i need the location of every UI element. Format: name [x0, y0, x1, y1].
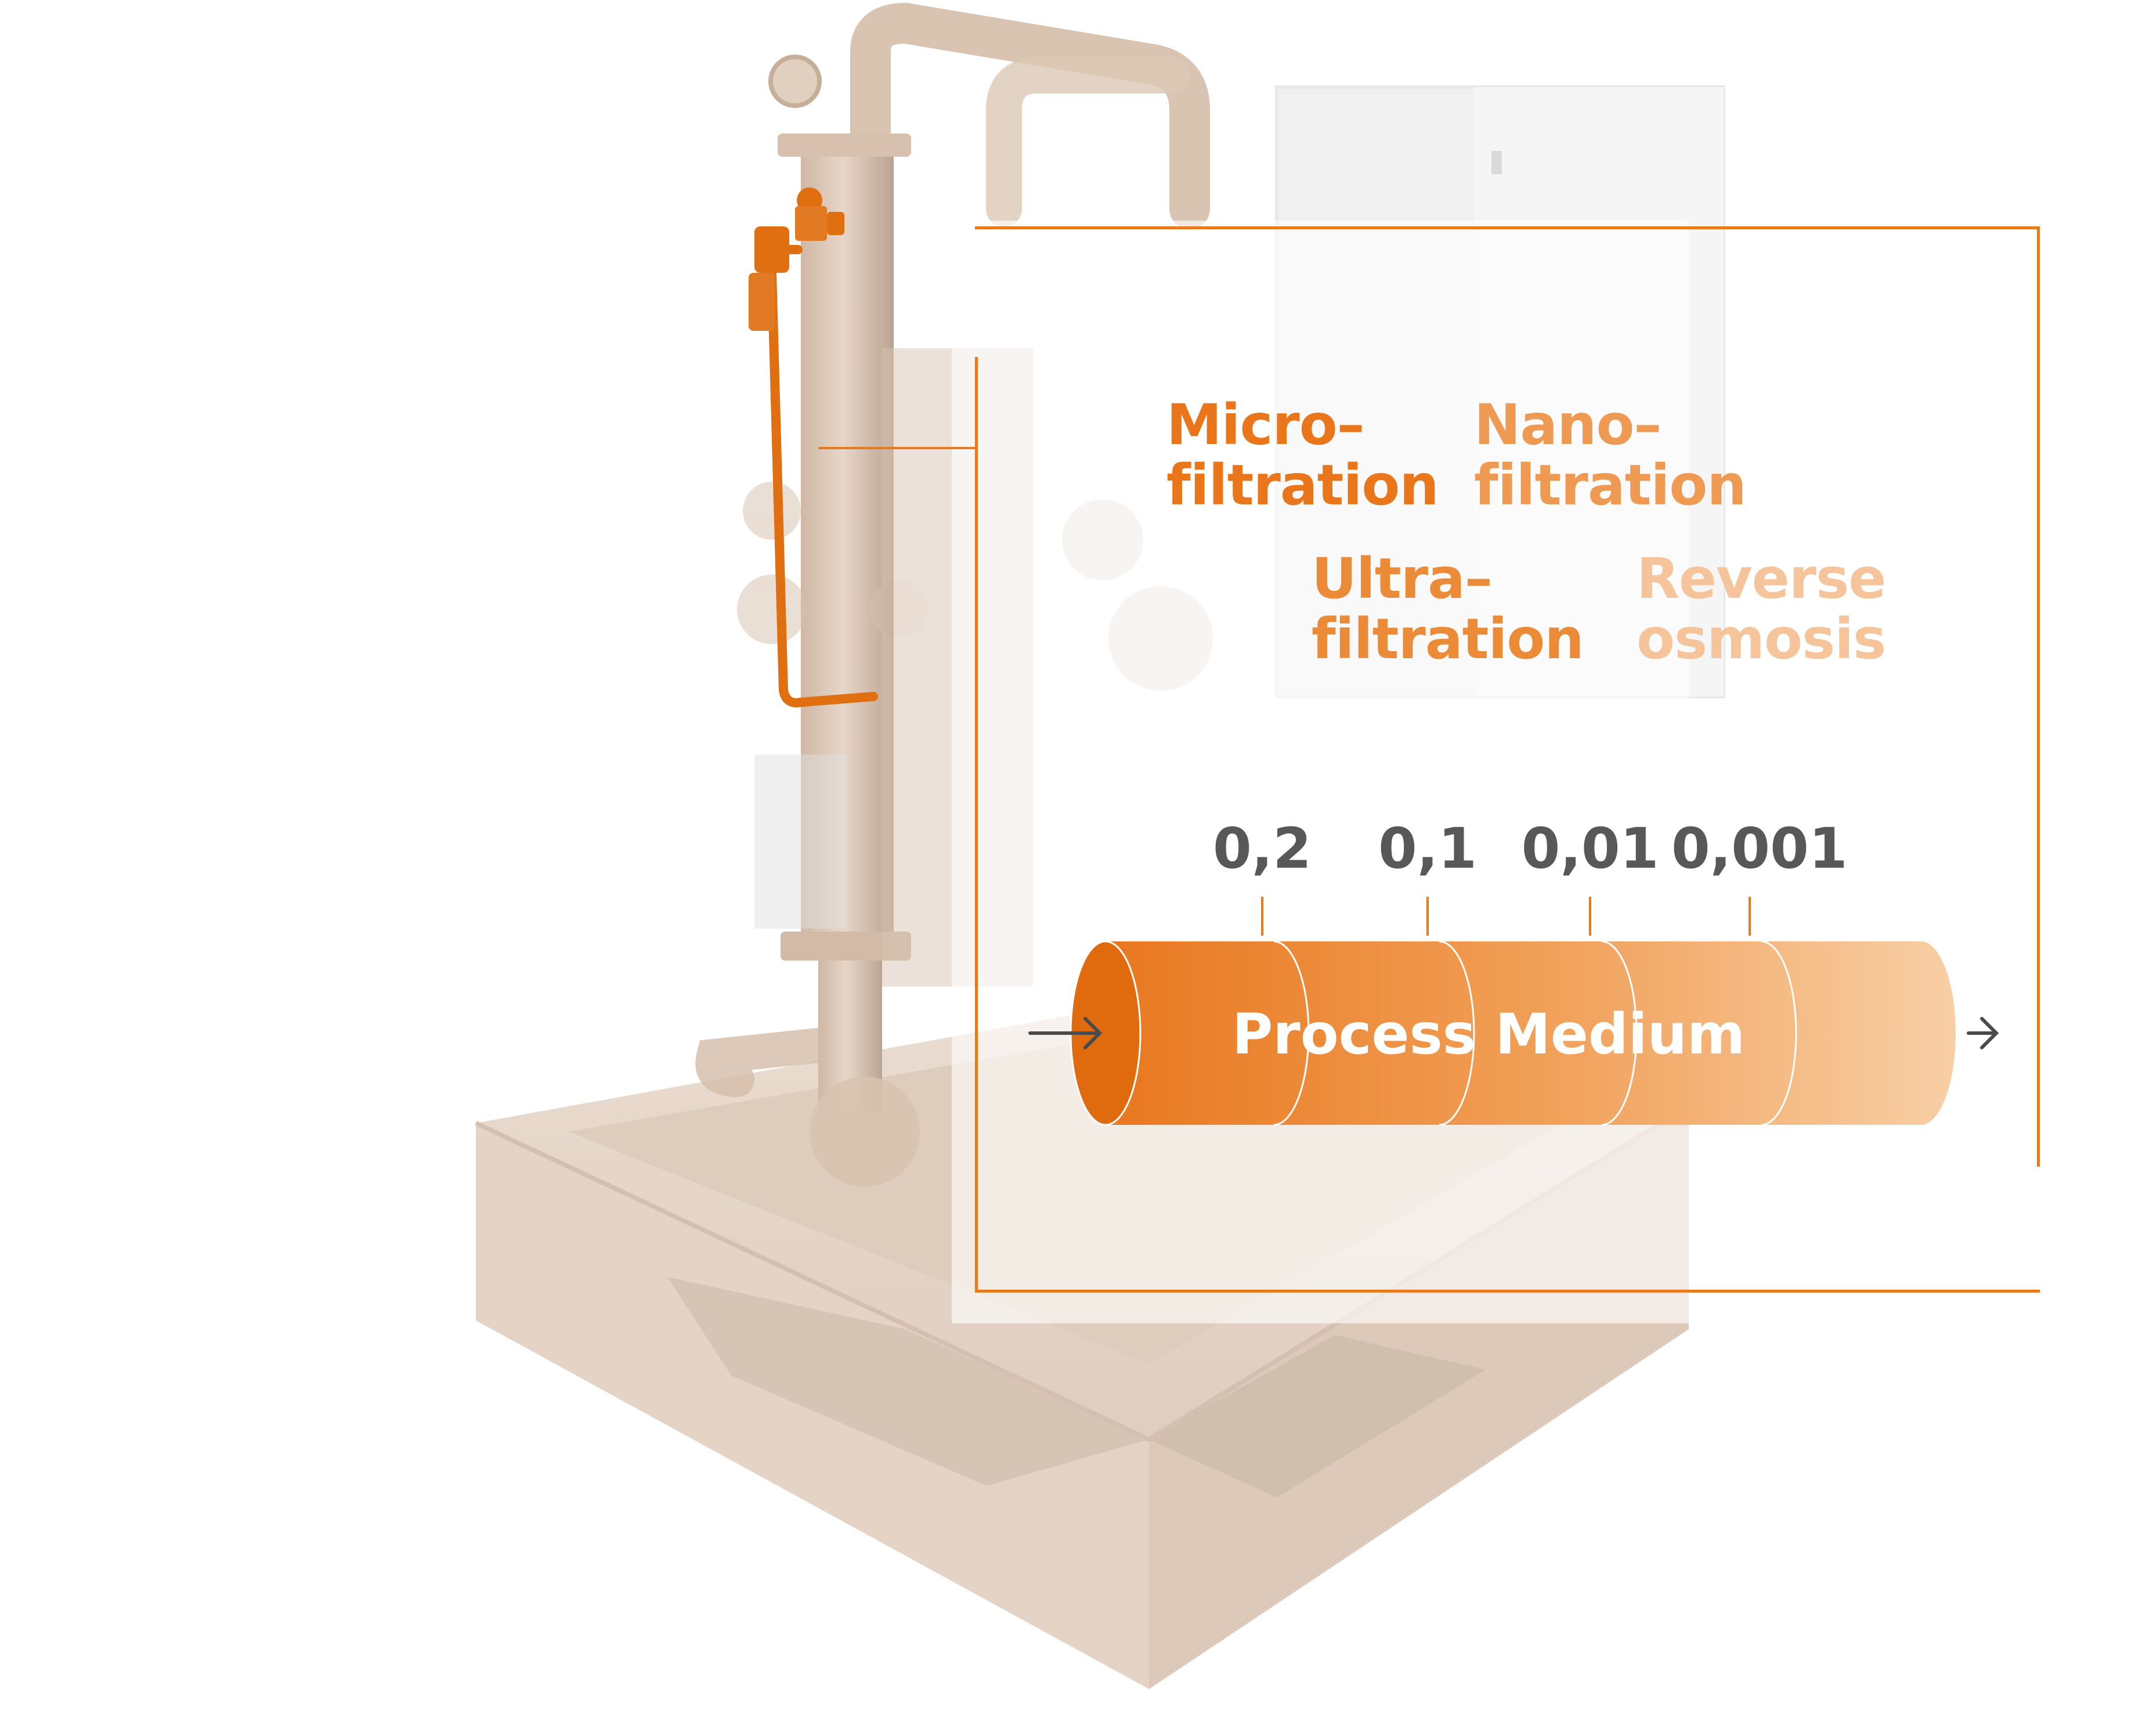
- pore-size-value: 0,01: [1521, 816, 1659, 881]
- pore-size-value: 0,001: [1671, 816, 1848, 881]
- tube-segment-divider: [1761, 940, 1797, 1126]
- microfiltration-label: Micro– filtration: [1166, 392, 1439, 518]
- pore-size-value: 0,2: [1212, 816, 1312, 881]
- piping: [695, 2, 1210, 1097]
- tube-segment-divider: [1439, 940, 1475, 1126]
- tube-label: Process Medium: [1232, 1002, 1745, 1067]
- arrow-right-icon: [1967, 1017, 1999, 1049]
- nanofiltration-label: Nano– filtration: [1474, 392, 1747, 518]
- frame-right-line: [2037, 226, 2040, 1167]
- pore-size-value: 0,1: [1378, 816, 1478, 881]
- connector-line: [818, 447, 978, 449]
- tube-segment-divider: [1273, 940, 1310, 1126]
- frame-top-line: [975, 226, 2040, 229]
- tube-body: [1071, 941, 1956, 1125]
- frame-bottom-line: [975, 1290, 2040, 1293]
- frame-left-line: [975, 357, 978, 1293]
- arrow-right-icon: [1028, 1017, 1103, 1049]
- ultrafiltration-label: Ultra– filtration: [1312, 546, 1584, 672]
- tube-segment-divider: [1601, 940, 1638, 1126]
- highlighted-sampling-pipe: [749, 187, 878, 708]
- reverse-osmosis-label: Reverse osmosis: [1637, 546, 1886, 672]
- overlay-panel: [952, 221, 1689, 1323]
